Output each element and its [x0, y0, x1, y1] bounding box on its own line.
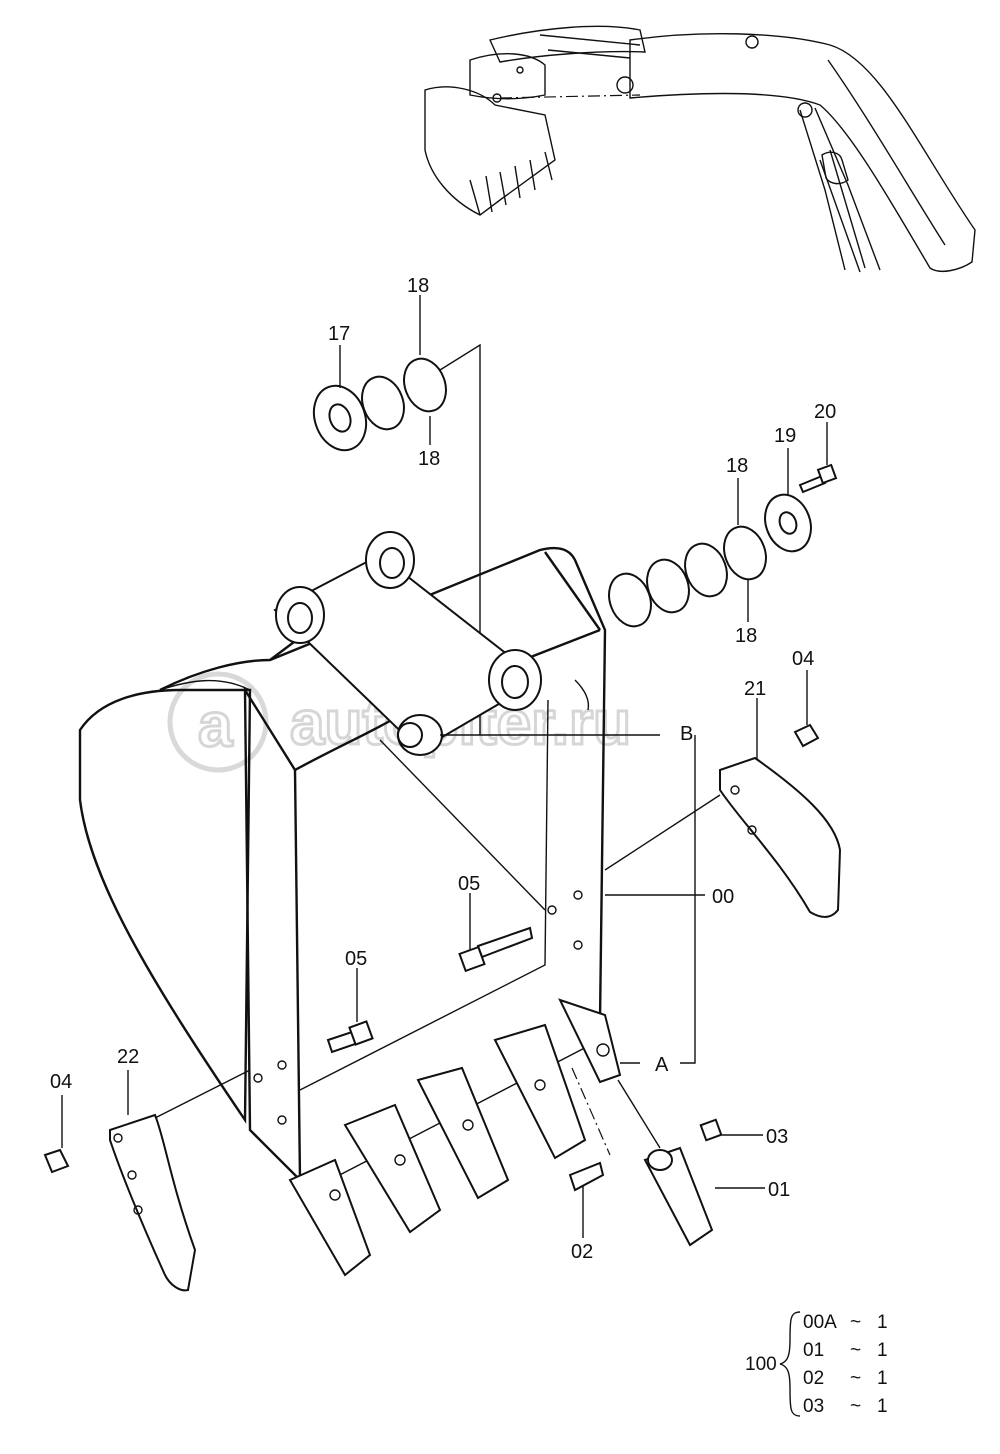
- bucket-body: [78, 531, 607, 1183]
- callout-05-lower: 05: [345, 948, 367, 970]
- callout-01: 01: [768, 1179, 790, 1201]
- lock-03: [699, 1118, 723, 1142]
- ref-B: B: [680, 723, 693, 745]
- bolts-05: [326, 739, 546, 1054]
- assembly-label: 100: [745, 1354, 777, 1375]
- shim-18-upper-b: [403, 357, 447, 413]
- callout-21: 21: [744, 678, 766, 700]
- callout-labels: 17 18 18 18 18 19 20 04 21 22 04 05 05 0…: [50, 275, 836, 1263]
- assembly-row-3-sep: ~: [850, 1396, 861, 1417]
- assembly-row-1-part: 01: [803, 1340, 824, 1361]
- tooth-1: [288, 1158, 372, 1277]
- shim-set-right: [608, 463, 838, 628]
- pin-02: [568, 1161, 605, 1192]
- assembly-row-1-qty: 1: [877, 1340, 888, 1361]
- callout-19: 19: [774, 425, 796, 447]
- assembly-row-1-sep: ~: [850, 1340, 861, 1361]
- callout-00: 00: [712, 886, 734, 908]
- callout-03: 03: [766, 1126, 788, 1148]
- assembly-row-0-sep: ~: [850, 1312, 861, 1333]
- excavator-arm-inset: [424, 25, 976, 273]
- assembly-row-3-qty: 1: [877, 1396, 888, 1417]
- nut-04-left: [43, 1148, 70, 1174]
- side-cutter-21: [604, 723, 842, 918]
- callout-18-mid: 18: [418, 448, 440, 470]
- callout-18-right-top: 18: [726, 455, 748, 477]
- teeth-row: [288, 998, 723, 1277]
- assembly-row-0-part: 00A: [803, 1312, 837, 1333]
- callout-04-left: 04: [50, 1071, 72, 1093]
- callout-02: 02: [571, 1241, 593, 1263]
- shim-18-right: [723, 525, 767, 581]
- callout-18-top: 18: [407, 275, 429, 297]
- callout-04-right: 04: [792, 648, 814, 670]
- assembly-legend: 100 00A ~ 1 01 ~ 1 02 ~ 1 03 ~ 1: [745, 1311, 888, 1417]
- callout-20: 20: [814, 401, 836, 423]
- nut-04-right: [793, 723, 820, 748]
- assembly-row-0-qty: 1: [877, 1312, 888, 1333]
- leader-lines: [61, 295, 828, 1238]
- shim-18-upper-a: [361, 375, 405, 431]
- assembly-row-2-sep: ~: [850, 1368, 861, 1389]
- svg-text:a: a: [198, 691, 233, 760]
- assembly-row-3-part: 03: [803, 1396, 824, 1417]
- assembly-row-2-qty: 1: [877, 1368, 888, 1389]
- callout-22: 22: [117, 1046, 139, 1068]
- callout-05-upper: 05: [458, 873, 480, 895]
- ref-A: A: [655, 1054, 669, 1076]
- callout-17: 17: [328, 323, 350, 345]
- callout-18-right-bottom: 18: [735, 625, 757, 647]
- assembly-row-2-part: 02: [803, 1368, 824, 1389]
- side-cutter-22: [43, 1069, 251, 1292]
- shim-set-upper: [312, 343, 481, 735]
